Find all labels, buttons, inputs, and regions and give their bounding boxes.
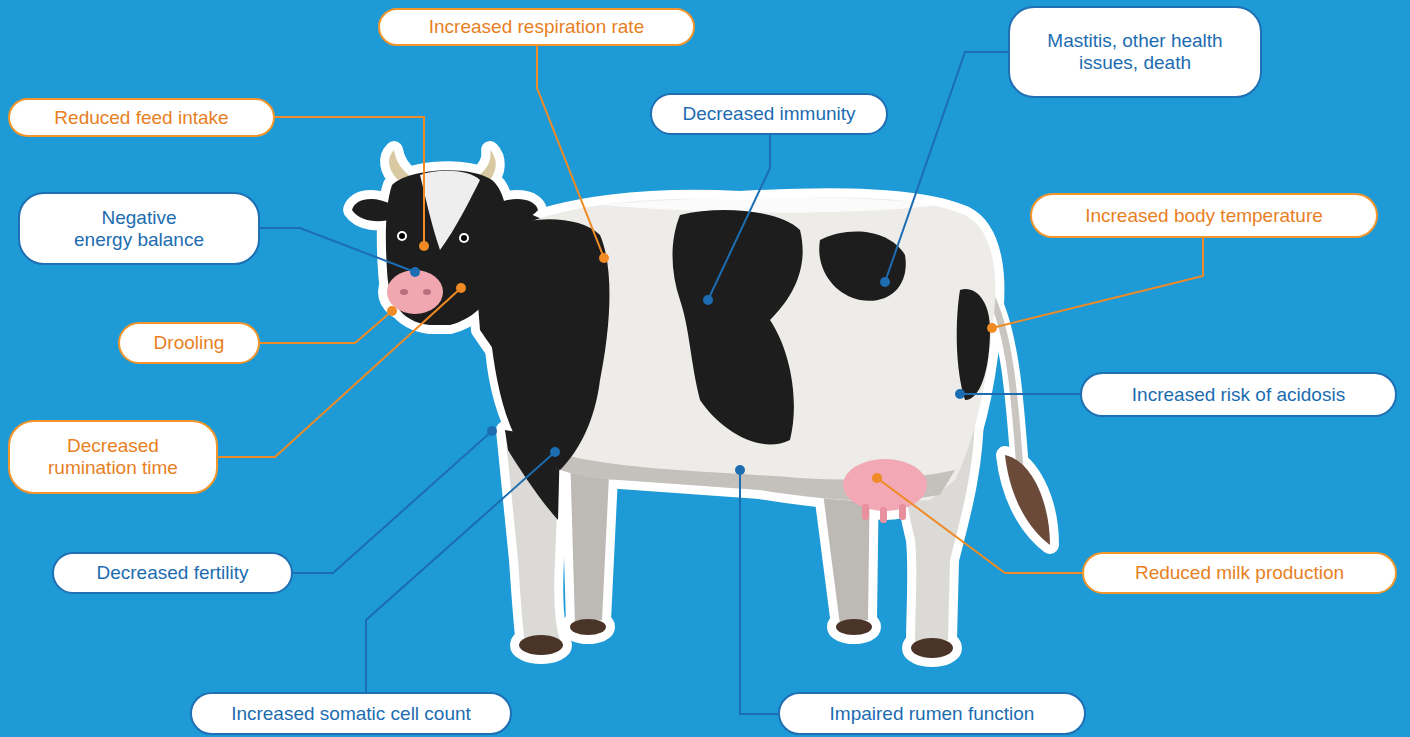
- leader: [275, 117, 429, 251]
- leader: [880, 52, 1008, 287]
- leader-dot: [703, 295, 713, 305]
- leader: [537, 46, 609, 263]
- callout-box: Reduced feed intake: [8, 98, 275, 137]
- leader-line: [992, 238, 1203, 328]
- leader-line: [885, 52, 1008, 282]
- cow-patch: [673, 210, 803, 444]
- callout-box: Increased risk of acidosis: [1080, 372, 1397, 417]
- leader: [366, 447, 560, 692]
- leader-dot: [387, 306, 397, 316]
- cow-hoof: [519, 635, 563, 655]
- callout-text: Decreased immunity: [682, 103, 855, 125]
- callout-box: Increased somatic cell count: [190, 692, 512, 735]
- leader-lines: [218, 46, 1203, 714]
- leader-dot: [419, 241, 429, 251]
- outline-hoof: [911, 638, 953, 658]
- leader: [955, 389, 1080, 399]
- cow-teat: [899, 504, 906, 520]
- callout-text: Reduced milk production: [1135, 562, 1344, 584]
- leader-dot: [550, 447, 560, 457]
- callout-box: Negative energy balance: [18, 192, 260, 265]
- leader-dot: [487, 426, 497, 436]
- cow-patch: [957, 289, 990, 400]
- callout-text: Decreased rumination time: [35, 435, 191, 479]
- cow-eye: [459, 233, 469, 243]
- cow-patch: [819, 232, 906, 301]
- callout-text: Impaired rumen function: [830, 703, 1035, 725]
- leader-line: [275, 117, 424, 246]
- cow-horn: [389, 150, 410, 180]
- cow-teat: [862, 504, 869, 520]
- cow-tail-tuft: [1005, 455, 1050, 545]
- cow-body: [352, 150, 1050, 658]
- leader-dot: [410, 267, 420, 277]
- callout-text: Increased body temperature: [1085, 205, 1323, 227]
- leader-dot: [987, 323, 997, 333]
- callout-box: Decreased immunity: [650, 93, 888, 135]
- cow-hoof: [570, 619, 606, 635]
- leader-line: [877, 478, 1082, 573]
- callout-text: Increased respiration rate: [429, 16, 644, 38]
- leader-line: [537, 46, 604, 258]
- leader-line: [260, 311, 392, 343]
- cow-blaze: [420, 171, 480, 250]
- leader-dot: [599, 253, 609, 263]
- cow-nostril: [400, 289, 408, 295]
- leader: [703, 135, 770, 305]
- leader: [260, 306, 397, 343]
- leader-dot: [880, 277, 890, 287]
- leader: [293, 426, 497, 573]
- callout-box: Reduced milk production: [1082, 552, 1397, 594]
- leader-line: [260, 228, 415, 272]
- callout-text: Mastitis, other health issues, death: [1045, 30, 1225, 74]
- callout-text: Negative energy balance: [70, 207, 208, 251]
- cow-eye: [397, 231, 407, 241]
- leader-line: [740, 470, 778, 714]
- leader-dot: [872, 473, 882, 483]
- leader: [260, 228, 420, 277]
- cow-teat: [880, 507, 887, 523]
- cow-patch: [490, 219, 609, 470]
- callout-text: Drooling: [154, 332, 225, 354]
- callout-box: Drooling: [118, 322, 260, 364]
- sticker-outline: [352, 150, 1050, 658]
- leader-line: [293, 431, 492, 573]
- cow-nostril: [423, 289, 431, 295]
- cow-hoof: [911, 638, 953, 658]
- leader-dot: [735, 465, 745, 475]
- callout-box: Mastitis, other health issues, death: [1008, 6, 1262, 98]
- callout-box: Decreased rumination time: [8, 420, 218, 494]
- leader-dot: [955, 389, 965, 399]
- leader: [987, 238, 1203, 333]
- outline-hoof: [836, 619, 872, 635]
- callout-box: Increased respiration rate: [378, 8, 695, 46]
- leader-dot: [456, 283, 466, 293]
- leader: [872, 473, 1082, 573]
- callout-text: Increased somatic cell count: [231, 703, 471, 725]
- callout-box: Impaired rumen function: [778, 692, 1086, 735]
- callout-text: Increased risk of acidosis: [1132, 384, 1345, 406]
- callout-box: Decreased fertility: [52, 552, 293, 594]
- back-highlight: [600, 197, 940, 212]
- leader: [218, 283, 466, 457]
- callout-text: Reduced feed intake: [54, 107, 228, 129]
- leader-line: [366, 452, 555, 692]
- leader-line: [960, 393, 1080, 395]
- cow-eye: [461, 235, 467, 241]
- outline-hoof: [570, 619, 606, 635]
- cow-eye: [399, 233, 405, 239]
- callout-text: Decreased fertility: [96, 562, 248, 584]
- callout-box: Increased body temperature: [1030, 193, 1378, 238]
- leader: [735, 465, 778, 714]
- cow-hoof: [836, 619, 872, 635]
- outline-hoof: [519, 635, 563, 655]
- leader-line: [218, 288, 461, 457]
- leader-line: [708, 135, 770, 300]
